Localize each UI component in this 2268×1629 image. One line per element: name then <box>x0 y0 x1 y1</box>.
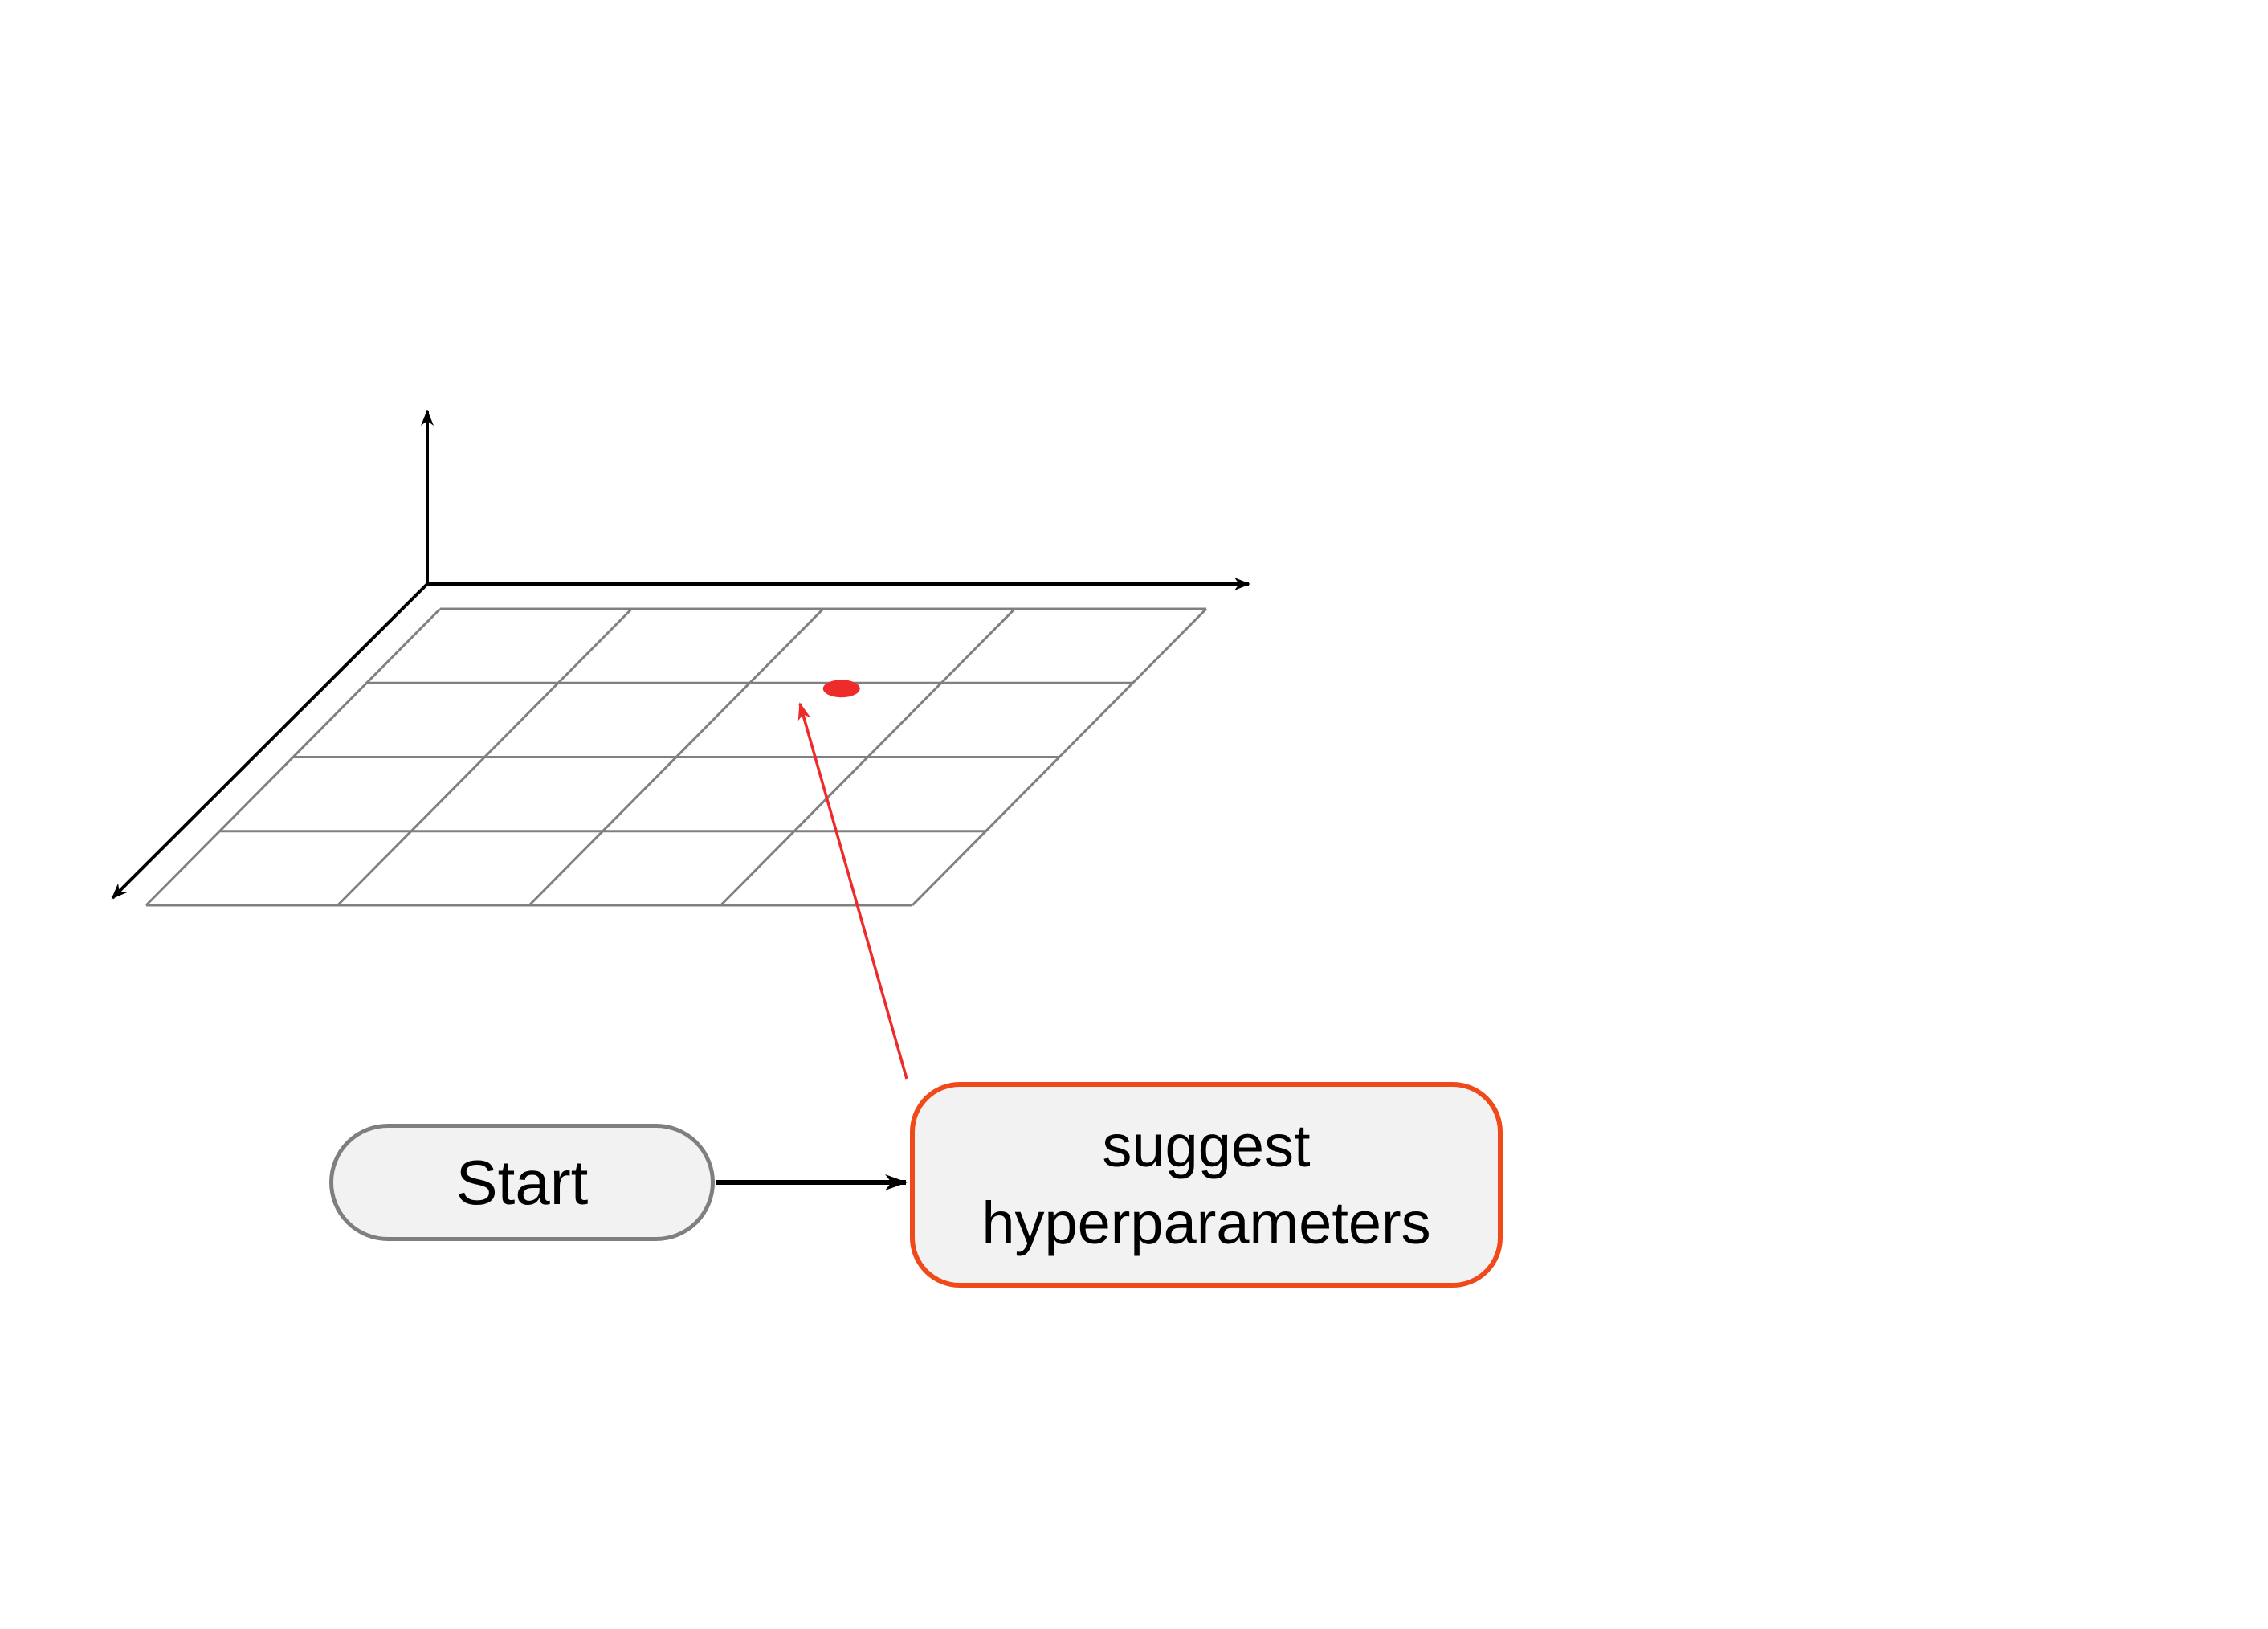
depth-axis <box>111 582 429 900</box>
grid-column-line <box>145 607 442 907</box>
parameter-grid <box>145 607 1208 907</box>
suggestion-arrow <box>797 702 908 1080</box>
sampled-point <box>822 680 860 698</box>
suggest-hyperparameters-node[interactable]: suggest hyperparameters <box>910 1082 1503 1288</box>
suggest-label-line-1: suggest <box>1102 1113 1311 1179</box>
suggest-label-line-2: hyperparameters <box>981 1190 1431 1256</box>
suggest-label: suggest hyperparameters <box>981 1108 1430 1262</box>
grid-column-line <box>528 607 825 907</box>
grid-column-line <box>911 607 1208 907</box>
grid-column-line <box>337 607 633 907</box>
start-node[interactable]: Start <box>329 1124 715 1241</box>
start-label: Start <box>455 1146 589 1218</box>
grid-column-line <box>720 607 1016 907</box>
